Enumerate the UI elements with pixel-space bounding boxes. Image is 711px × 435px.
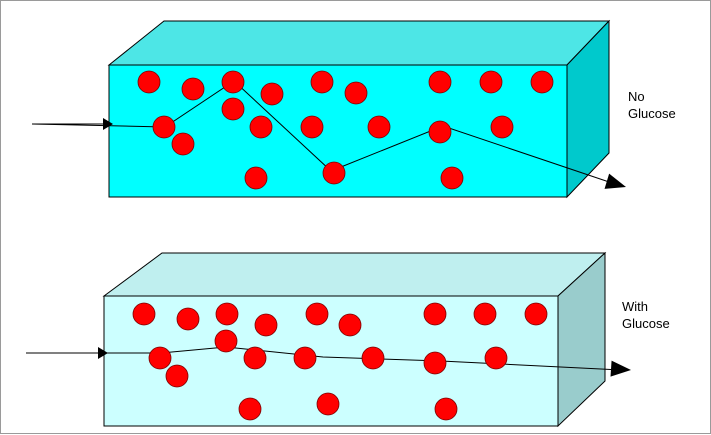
particle [440, 166, 464, 190]
particle [300, 115, 324, 139]
box-top-face [107, 20, 611, 66]
particle [244, 166, 268, 190]
particle [367, 115, 391, 139]
particle [176, 307, 200, 331]
particle [428, 70, 452, 94]
particle [305, 302, 329, 326]
particle [152, 115, 176, 139]
particle [254, 313, 278, 337]
particle [221, 70, 245, 94]
particle [293, 346, 317, 370]
light-path [31, 80, 622, 187]
particle [310, 70, 334, 94]
panel-label-no-glucose: No Glucose [628, 88, 676, 122]
label-line-1: No [628, 89, 645, 104]
particle [322, 161, 346, 185]
particle [249, 115, 273, 139]
exit-arrowhead [610, 360, 631, 377]
particle [215, 302, 239, 326]
particle [165, 364, 189, 388]
particle [316, 392, 340, 416]
particle [260, 82, 284, 106]
particle [214, 329, 238, 353]
particle [132, 302, 156, 326]
label-line-2: Glucose [622, 316, 670, 331]
particle [338, 313, 362, 337]
particle [423, 302, 447, 326]
particle [530, 70, 554, 94]
incoming-arrowhead [103, 118, 113, 130]
particle [137, 70, 161, 94]
particle [361, 346, 385, 370]
particle [181, 77, 205, 101]
particle [148, 346, 172, 370]
light-path [26, 346, 622, 371]
particle [423, 351, 447, 375]
particle [434, 397, 458, 421]
panel-label-with-glucose: With Glucose [622, 298, 670, 332]
particle [344, 81, 368, 105]
particle [171, 132, 195, 156]
particle [484, 346, 508, 370]
particle [473, 302, 497, 326]
particle [428, 120, 452, 144]
particle [479, 70, 503, 94]
particle [490, 115, 514, 139]
label-line-1: With [622, 299, 648, 314]
particle [524, 302, 548, 326]
particle [221, 97, 245, 121]
particle [243, 346, 267, 370]
exit-arrowhead [604, 173, 626, 189]
box-top-face [102, 252, 607, 297]
particle [238, 397, 262, 421]
label-line-2: Glucose [628, 106, 676, 121]
